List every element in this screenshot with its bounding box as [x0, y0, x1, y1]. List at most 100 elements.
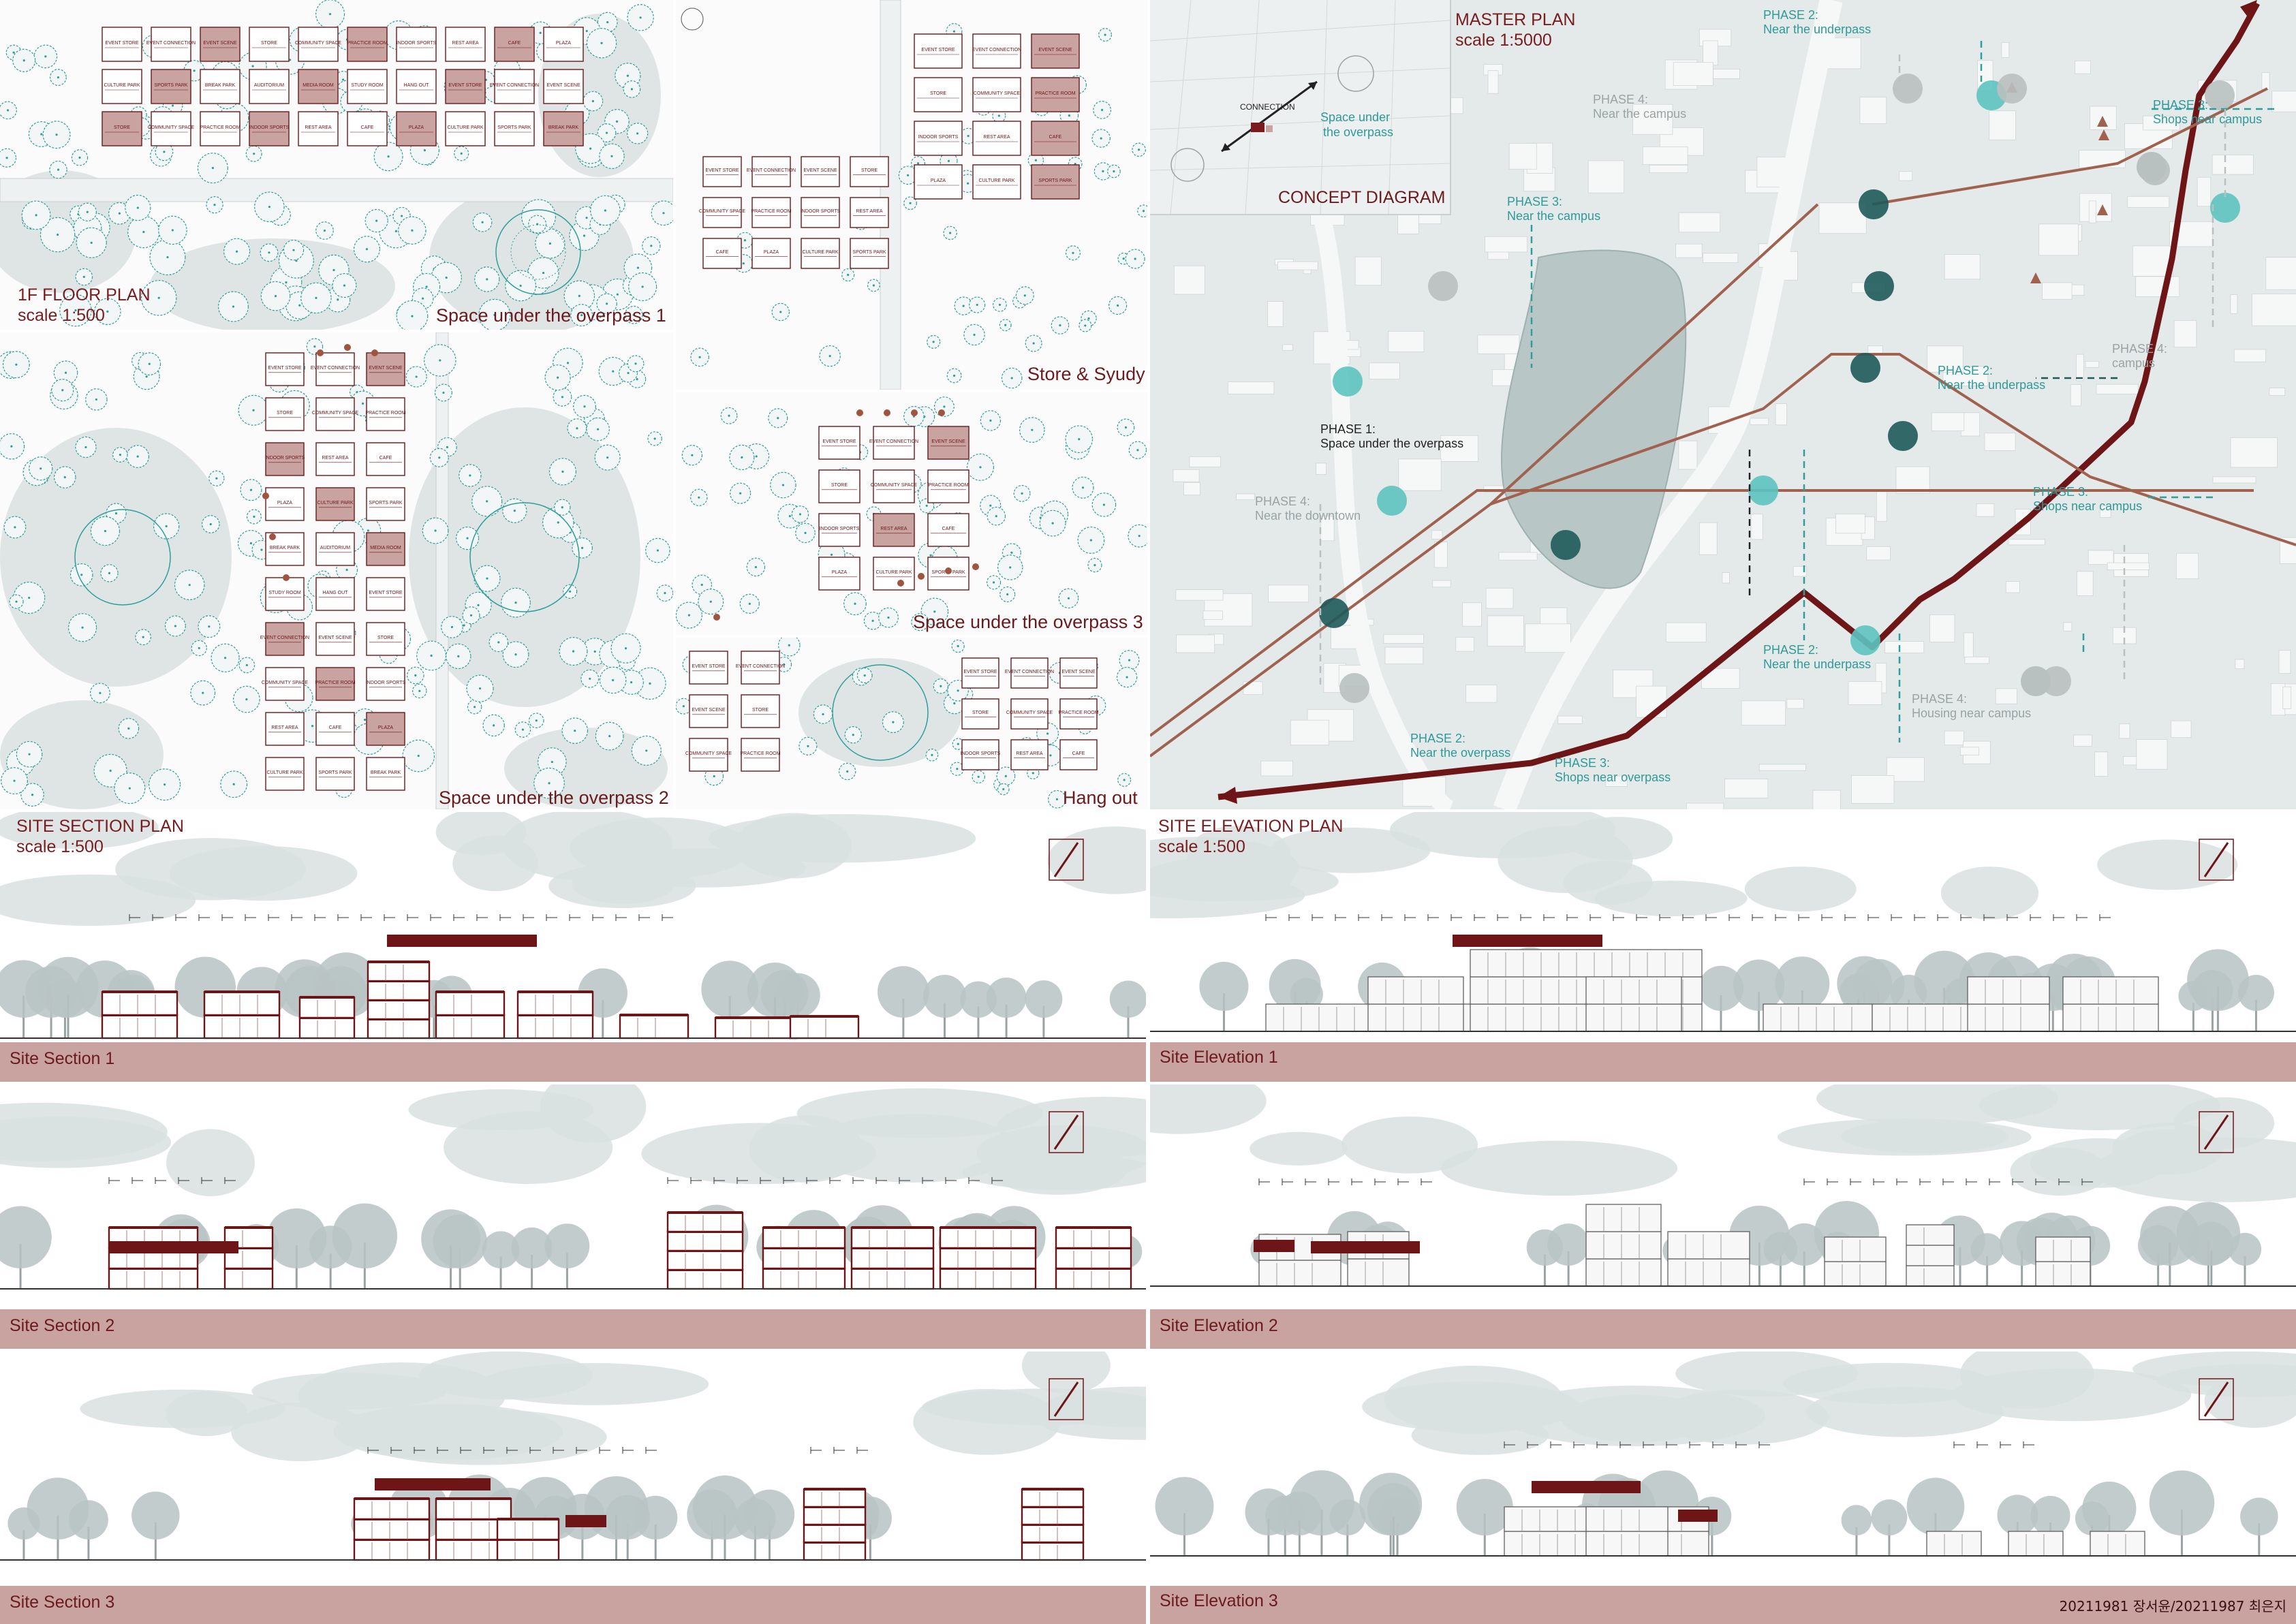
- plan-label-overpass-1: Space under the overpass 1: [436, 305, 666, 326]
- plan-label-overpass-3: Space under the overpass 3: [913, 612, 1143, 632]
- room-block: [102, 27, 142, 62]
- building-footprint: [2099, 505, 2111, 518]
- room-block: [366, 442, 405, 476]
- building-floor: [2090, 1531, 2145, 1557]
- building-footprint: [2088, 200, 2096, 223]
- svg-text:PRACTICE ROOM: PRACTICE ROOM: [740, 751, 780, 756]
- elevation-plan-title: SITE ELEVATION PLAN: [1158, 817, 1344, 836]
- building-footprint: [1786, 699, 1804, 709]
- tree-icon: [69, 1500, 108, 1540]
- svg-text:EVENT STORE: EVENT STORE: [268, 366, 301, 371]
- room-block: [315, 622, 355, 656]
- concept-note-line-1: Space under: [1320, 110, 1391, 124]
- room-block: [298, 27, 339, 62]
- building-footprint: [1927, 345, 1964, 373]
- building-floor: [353, 1538, 431, 1561]
- phase-label: PHASE 3:Shops near overpass: [1555, 756, 1671, 784]
- title-bar: [565, 1515, 606, 1527]
- tree-icon: [544, 1223, 590, 1268]
- building-footprint: [2119, 723, 2130, 739]
- building-floor: [353, 1518, 431, 1541]
- room-block: [494, 69, 535, 104]
- cloud: [1021, 1352, 1111, 1394]
- building-footprint: [1703, 40, 1718, 66]
- svg-text:AUDITORIUM: AUDITORIUM: [254, 83, 284, 88]
- building-footprint: [2075, 60, 2091, 74]
- building-footprint: [1675, 243, 1703, 258]
- svg-text:EVENT CONNECTION: EVENT CONNECTION: [972, 48, 1021, 52]
- marker-dot: [945, 567, 952, 574]
- building-footprint: [1268, 584, 1309, 603]
- room-block: [702, 197, 742, 228]
- room-block: [200, 111, 241, 146]
- room-block: [396, 69, 437, 104]
- room-block: [741, 738, 780, 772]
- building-footprint: [1277, 261, 1318, 270]
- cloud: [598, 848, 807, 888]
- room-block: [347, 27, 388, 62]
- svg-text:PRACTICE ROOM: PRACTICE ROOM: [1035, 91, 1075, 96]
- site-elevation-3: Site Elevation 3 20211981 장서윤/20211987 최…: [1150, 1352, 2296, 1624]
- cloud: [408, 1089, 594, 1131]
- title-bar: [1453, 935, 1602, 947]
- room-block: [315, 442, 355, 476]
- building-footprint: [1848, 681, 1882, 705]
- marker-dot: [713, 614, 720, 621]
- elevation-label-band: Site Elevation 3 20211981 장서윤/20211987 최…: [1150, 1586, 2296, 1624]
- svg-text:EVENT STORE: EVENT STORE: [963, 670, 997, 674]
- building-footprint: [2235, 659, 2245, 670]
- tree-icon: [1698, 965, 1744, 1011]
- building-footprint: [2261, 72, 2270, 90]
- room-block: [927, 426, 969, 460]
- room-block: [1059, 739, 1098, 770]
- building-floor: [101, 1014, 179, 1040]
- room-block: [366, 712, 405, 746]
- room-block: [445, 111, 486, 146]
- room-block: [914, 121, 963, 156]
- floor-plan-title: 1F FLOOR PLAN: [18, 285, 151, 304]
- svg-text:AUDITORIUM: AUDITORIUM: [320, 546, 350, 550]
- phase-label: PHASE 1:Space under the overpass: [1320, 422, 1464, 450]
- room-block: [850, 197, 889, 228]
- building-footprint: [1397, 213, 1419, 234]
- phase-label: PHASE 2:Near the overpass: [1410, 732, 1511, 760]
- tree-icon: [1199, 961, 1249, 1011]
- building-footprint: [1282, 344, 1293, 351]
- building-floor: [1585, 1003, 1682, 1032]
- building-floor: [666, 1230, 744, 1252]
- room-block: [151, 27, 191, 62]
- building-floor: [939, 1267, 1037, 1290]
- tree-icon: [1970, 1233, 2004, 1266]
- floor-plan-scale: scale 1:500: [18, 306, 105, 325]
- room-block: [914, 77, 963, 112]
- site-section-2-label: Site Section 2: [10, 1316, 115, 1335]
- building-floor: [1055, 1226, 1132, 1249]
- building-footprint: [1384, 646, 1424, 664]
- master-plan-map: [1150, 0, 2296, 809]
- room-block: [751, 156, 791, 187]
- building-floor: [1824, 1236, 1887, 1262]
- building-footprint: [2197, 176, 2212, 207]
- room-block: [801, 238, 840, 269]
- room-block: [102, 69, 142, 104]
- room-block: [265, 397, 305, 431]
- building-footprint: [1383, 634, 1425, 644]
- room-block: [689, 738, 728, 772]
- svg-text:EVENT SCENE: EVENT SCENE: [803, 168, 837, 173]
- building-footprint: [1267, 301, 1284, 327]
- building-footprint: [1899, 171, 1913, 181]
- phase-label: PHASE 3:Shops near campus: [2033, 485, 2143, 513]
- phase-label: PHASE 2:Near the underpass: [1938, 364, 2046, 392]
- phase-node: [2021, 666, 2051, 696]
- cloud: [2204, 1373, 2296, 1428]
- building-footprint: [1432, 580, 1451, 588]
- cloud: [166, 1129, 255, 1197]
- marker-dot: [371, 349, 378, 356]
- building-floor: [516, 990, 594, 1016]
- building-footprint: [2233, 349, 2266, 362]
- svg-text:INDOOR SPORTS: INDOOR SPORTS: [397, 41, 437, 46]
